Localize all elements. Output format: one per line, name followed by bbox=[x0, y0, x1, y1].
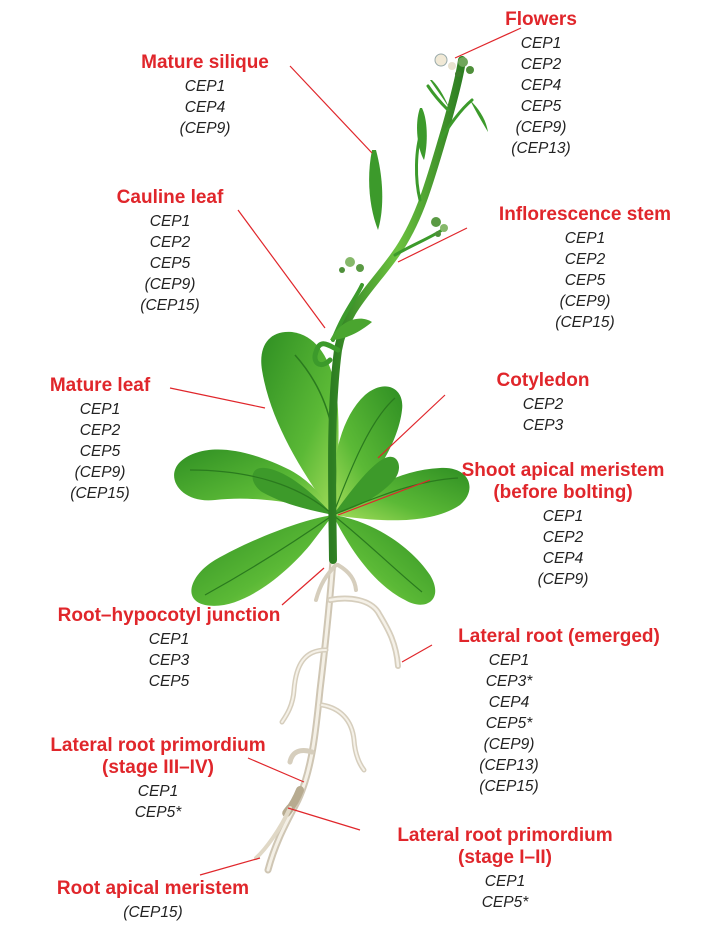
gene-list: CEP1 CEP2 CEP5 (CEP9) (CEP15) bbox=[85, 211, 255, 316]
gene-name: CEP1 bbox=[4, 629, 334, 650]
label-lateral-root-primordium-iii-iv: Lateral root primordium (stage III–IV) C… bbox=[8, 735, 308, 823]
gene-name: CEP5 bbox=[30, 441, 170, 462]
gene-name: CEP5* bbox=[8, 802, 308, 823]
label-subtitle: (stage III–IV) bbox=[8, 757, 308, 779]
gene-name: (CEP9) bbox=[480, 117, 602, 138]
gene-name: CEP1 bbox=[85, 211, 255, 232]
label-root-apical-meristem: Root apical meristem (CEP15) bbox=[22, 878, 284, 923]
label-title: Lateral root (emerged) bbox=[418, 626, 700, 648]
gene-name: CEP1 bbox=[8, 781, 308, 802]
label-title: Root apical meristem bbox=[22, 878, 284, 900]
label-subtitle: (before bolting) bbox=[428, 482, 698, 504]
gene-name: CEP1 bbox=[480, 33, 602, 54]
gene-name: CEP2 bbox=[480, 54, 602, 75]
gene-name: (CEP9) bbox=[418, 734, 600, 755]
label-title: Mature silique bbox=[110, 52, 300, 74]
gene-list: (CEP15) bbox=[22, 902, 284, 923]
gene-name: CEP1 bbox=[30, 399, 170, 420]
gene-name: CEP5* bbox=[355, 892, 655, 913]
gene-name: (CEP15) bbox=[22, 902, 284, 923]
gene-name: CEP4 bbox=[418, 692, 600, 713]
gene-name: CEP2 bbox=[85, 232, 255, 253]
gene-list: CEP1 CEP2 CEP4 CEP5 (CEP9) (CEP13) bbox=[480, 33, 602, 159]
gene-list: CEP1 CEP4 (CEP9) bbox=[110, 76, 300, 139]
gene-name: CEP4 bbox=[110, 97, 300, 118]
label-title: Lateral root primordium bbox=[8, 735, 308, 757]
label-title: Cotyledon bbox=[468, 370, 618, 392]
gene-name: (CEP15) bbox=[30, 483, 170, 504]
gene-list: CEP1 CEP2 CEP4 (CEP9) bbox=[428, 506, 698, 590]
label-mature-silique: Mature silique CEP1 CEP4 (CEP9) bbox=[110, 52, 300, 139]
gene-name: CEP2 bbox=[428, 527, 698, 548]
label-flowers: Flowers CEP1 CEP2 CEP4 CEP5 (CEP9) (CEP1… bbox=[480, 9, 602, 159]
gene-name: (CEP9) bbox=[110, 118, 300, 139]
gene-name: CEP1 bbox=[428, 506, 698, 527]
gene-name: CEP2 bbox=[30, 420, 170, 441]
gene-name: CEP3 bbox=[4, 650, 334, 671]
label-title: Inflorescence stem bbox=[470, 204, 700, 226]
gene-name: (CEP15) bbox=[85, 295, 255, 316]
gene-name: (CEP9) bbox=[428, 569, 698, 590]
gene-name: (CEP15) bbox=[418, 776, 600, 797]
label-lateral-root-emerged: Lateral root (emerged) CEP1 CEP3* CEP4 C… bbox=[418, 626, 700, 797]
gene-list: CEP1 CEP3 CEP5 bbox=[4, 629, 334, 692]
gene-name: CEP5 bbox=[470, 270, 700, 291]
gene-name: CEP3 bbox=[468, 415, 618, 436]
gene-name: CEP1 bbox=[470, 228, 700, 249]
gene-list: CEP1 CEP5* bbox=[355, 871, 655, 913]
label-mature-leaf: Mature leaf CEP1 CEP2 CEP5 (CEP9) (CEP15… bbox=[30, 375, 170, 504]
label-cotyledon: Cotyledon CEP2 CEP3 bbox=[468, 370, 618, 436]
gene-list: CEP1 CEP3* CEP4 CEP5* (CEP9) (CEP13) (CE… bbox=[418, 650, 600, 797]
gene-name: CEP5 bbox=[480, 96, 602, 117]
gene-name: CEP2 bbox=[470, 249, 700, 270]
label-title: Lateral root primordium bbox=[355, 825, 655, 847]
gene-name: CEP5* bbox=[418, 713, 600, 734]
gene-list: CEP1 CEP5* bbox=[8, 781, 308, 823]
label-title: Mature leaf bbox=[30, 375, 170, 397]
label-title: Root–hypocotyl junction bbox=[4, 605, 334, 627]
gene-name: (CEP13) bbox=[480, 138, 602, 159]
gene-name: (CEP9) bbox=[470, 291, 700, 312]
gene-name: (CEP15) bbox=[470, 312, 700, 333]
label-shoot-apical-meristem: Shoot apical meristem (before bolting) C… bbox=[428, 460, 698, 590]
rosette-leaves bbox=[174, 332, 469, 606]
gene-list: CEP1 CEP2 CEP5 (CEP9) (CEP15) bbox=[470, 228, 700, 333]
gene-name: CEP1 bbox=[355, 871, 655, 892]
label-title: Shoot apical meristem bbox=[428, 460, 698, 482]
gene-name: (CEP9) bbox=[85, 274, 255, 295]
gene-name: CEP2 bbox=[468, 394, 618, 415]
label-title: Cauline leaf bbox=[85, 187, 255, 209]
gene-name: CEP1 bbox=[110, 76, 300, 97]
label-lateral-root-primordium-i-ii: Lateral root primordium (stage I–II) CEP… bbox=[355, 825, 655, 913]
gene-list: CEP2 CEP3 bbox=[468, 394, 618, 436]
gene-name: (CEP13) bbox=[418, 755, 600, 776]
gene-name: CEP5 bbox=[85, 253, 255, 274]
gene-name: CEP3* bbox=[418, 671, 600, 692]
label-title: Flowers bbox=[480, 9, 602, 31]
gene-list: CEP1 CEP2 CEP5 (CEP9) (CEP15) bbox=[30, 399, 170, 504]
gene-name: CEP5 bbox=[4, 671, 334, 692]
gene-name: CEP4 bbox=[428, 548, 698, 569]
label-root-hypocotyl-junction: Root–hypocotyl junction CEP1 CEP3 CEP5 bbox=[4, 605, 334, 692]
gene-name: CEP4 bbox=[480, 75, 602, 96]
gene-name: (CEP9) bbox=[30, 462, 170, 483]
label-inflorescence-stem: Inflorescence stem CEP1 CEP2 CEP5 (CEP9)… bbox=[470, 204, 700, 333]
gene-name: CEP1 bbox=[418, 650, 600, 671]
label-subtitle: (stage I–II) bbox=[355, 847, 655, 869]
label-cauline-leaf: Cauline leaf CEP1 CEP2 CEP5 (CEP9) (CEP1… bbox=[85, 187, 255, 316]
